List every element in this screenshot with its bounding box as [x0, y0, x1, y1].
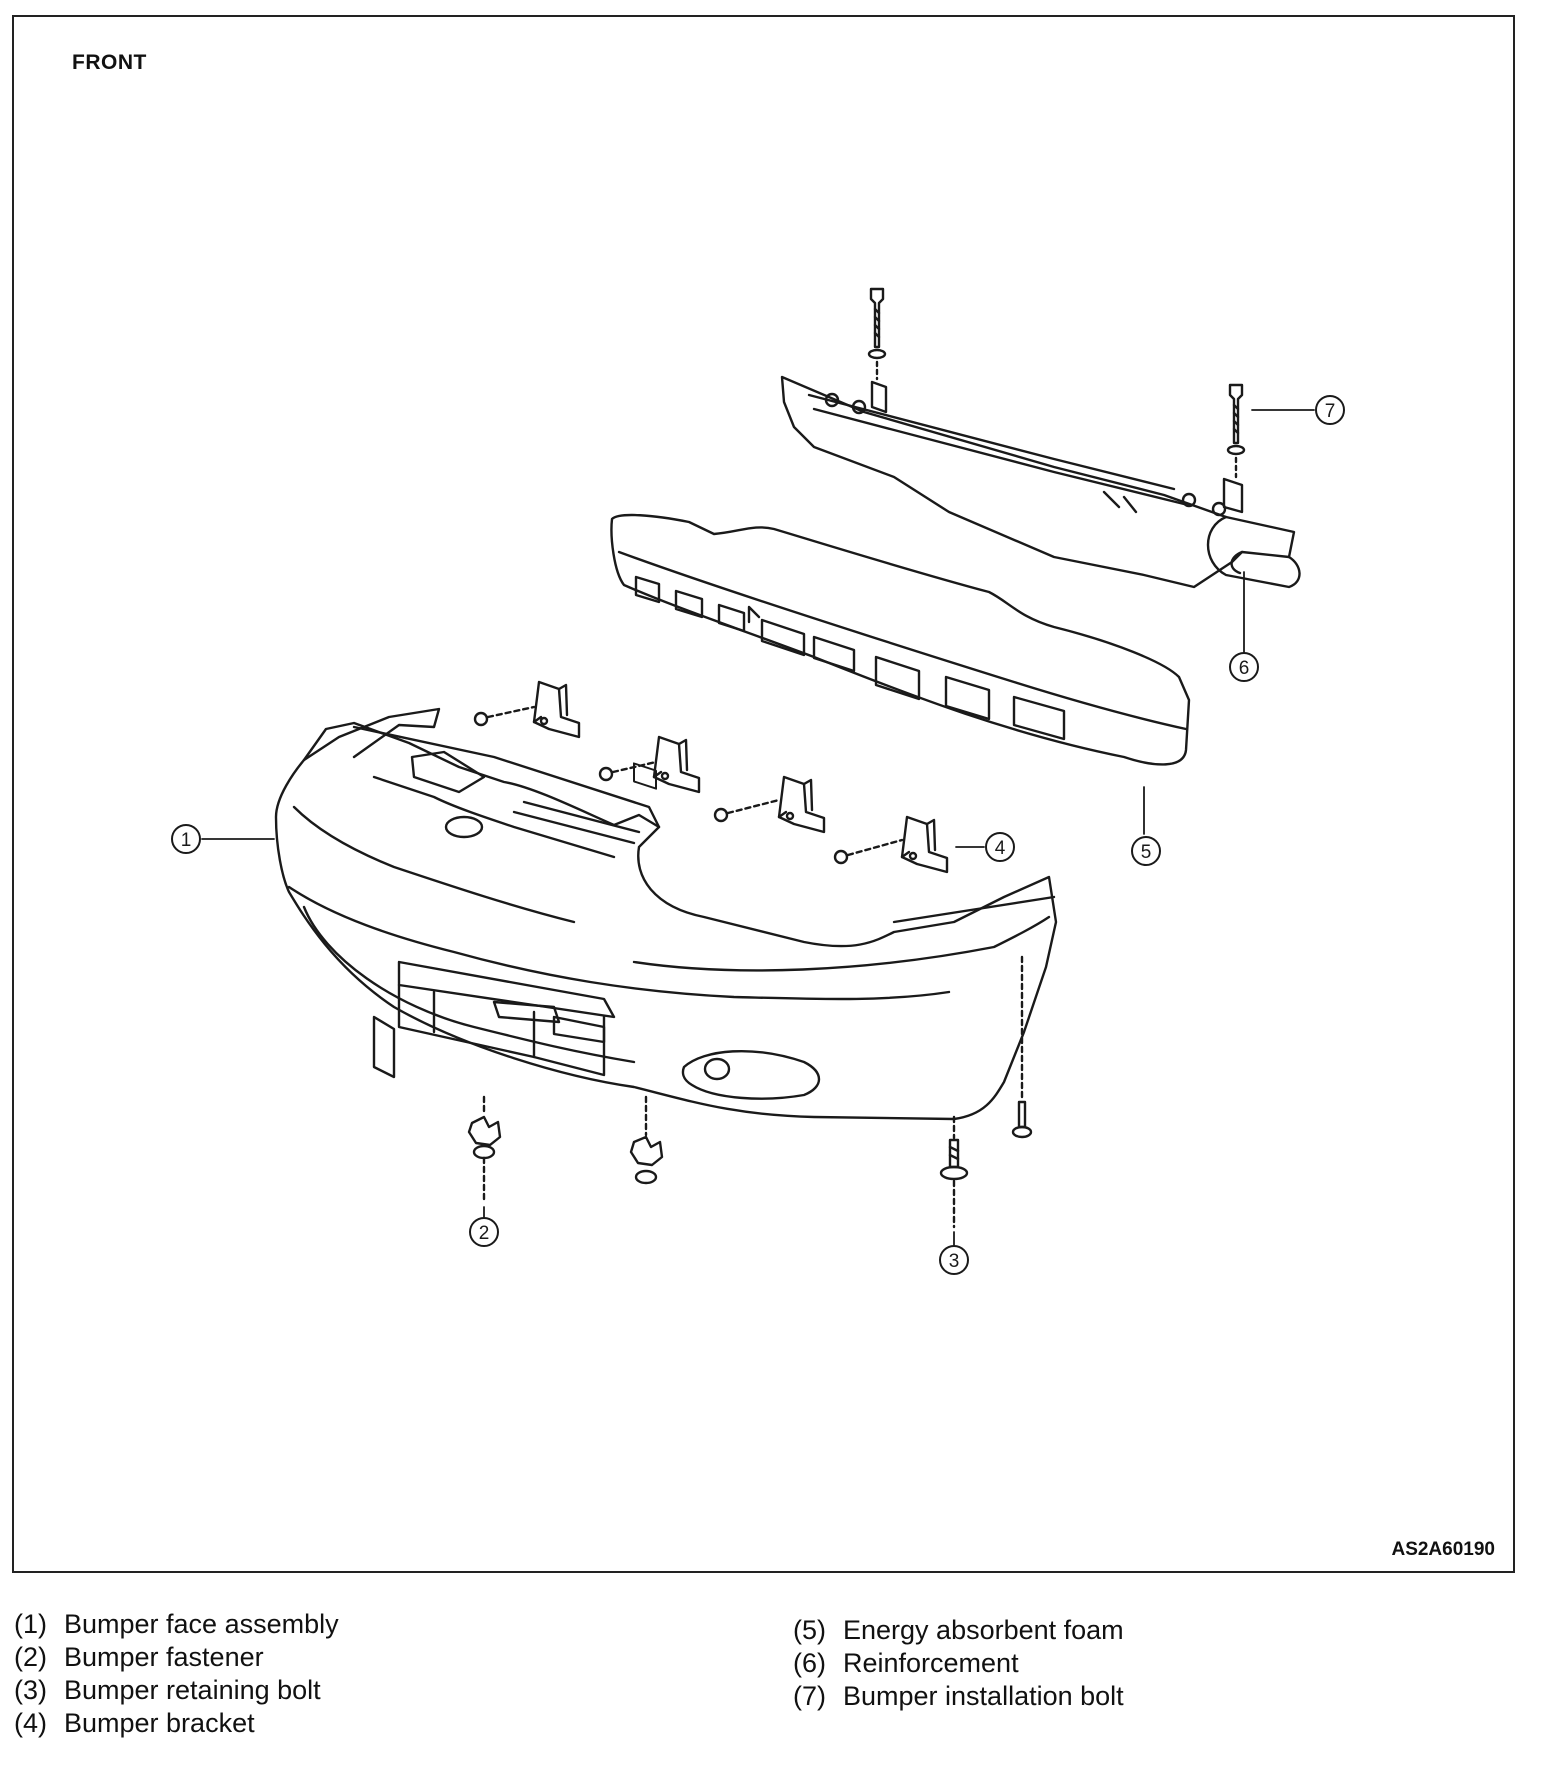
reinforcement-beam: [780, 375, 1301, 589]
callout-6: 6: [1239, 658, 1250, 679]
callout-5: 5: [1141, 842, 1152, 863]
bumper-bracket-2: [652, 735, 701, 794]
legend-item-number: (4): [14, 1708, 47, 1738]
legend-item-5: (5) Energy absorbent foam: [793, 1614, 1124, 1647]
callout-7: 7: [1325, 401, 1336, 422]
exploded-bumper-drawing: 1 2 3 4 5 6 7: [171, 287, 1345, 1275]
legend-item-number: (2): [14, 1642, 47, 1672]
bumper-bracket-4: [900, 815, 949, 874]
leader-lines: [201, 409, 1315, 1246]
callout-3-circle: [939, 1245, 969, 1275]
legend-right: (5) Energy absorbent foam (6) Reinforcemen…: [793, 1614, 1124, 1713]
callout-5-circle: [1131, 836, 1161, 866]
legend-item-2: (2) Bumper fastener: [14, 1641, 339, 1674]
callout-markers: [171, 395, 1345, 1275]
side-screw: [1011, 955, 1033, 1139]
legend-item-label: Bumper fastener: [64, 1642, 264, 1672]
legend-item-number: (1): [14, 1609, 47, 1639]
legend-item-label: Bumper installation bolt: [843, 1681, 1124, 1711]
bumper-face-assembly: [274, 707, 1058, 1121]
bumper-bracket-3: [777, 775, 826, 834]
legend-item-7: (7) Bumper installation bolt: [793, 1680, 1124, 1713]
energy-absorbent-foam: [610, 513, 1191, 790]
bumper-retaining-bolt: [939, 1115, 969, 1229]
callout-1-circle: [171, 824, 201, 854]
installation-bolt-left: [867, 287, 887, 381]
bracket-nuts: [473, 705, 904, 865]
legend-item-4: (4) Bumper bracket: [14, 1707, 339, 1740]
diagram-frame: FRONT AS2A60190: [12, 15, 1515, 1573]
front-view-label: FRONT: [72, 51, 147, 74]
legend-item-1: (1) Bumper face assembly: [14, 1608, 339, 1641]
callout-1: 1: [181, 830, 192, 851]
installation-bolt-right: [1226, 383, 1246, 479]
legend-item-number: (3): [14, 1675, 47, 1705]
legend-item-6: (6) Reinforcement: [793, 1647, 1124, 1680]
legend-item-label: Bumper face assembly: [64, 1609, 339, 1639]
callout-4-circle: [985, 832, 1015, 862]
callout-numbers: 1 2 3 4 5 6 7: [181, 401, 1336, 1272]
legend-item-label: Reinforcement: [843, 1648, 1019, 1678]
callout-7-circle: [1315, 395, 1345, 425]
callout-2-circle: [469, 1217, 499, 1247]
legend-item-label: Bumper retaining bolt: [64, 1675, 321, 1705]
legend-item-number: (7): [793, 1681, 826, 1711]
legend-item-number: (6): [793, 1648, 826, 1678]
legend-item-number: (5): [793, 1615, 826, 1645]
figure-code: AS2A60190: [1391, 1539, 1495, 1560]
callout-3: 3: [949, 1251, 960, 1272]
legend-item-3: (3) Bumper retaining bolt: [14, 1674, 339, 1707]
callout-4: 4: [995, 838, 1006, 859]
bumper-fastener-right: [629, 1095, 664, 1185]
legend-left: (1) Bumper face assembly (2) Bumper fasten…: [14, 1608, 339, 1740]
legend-item-label: Bumper bracket: [64, 1708, 255, 1738]
bumper-fastener-left: [467, 1095, 502, 1204]
callout-2: 2: [479, 1223, 490, 1244]
legend-item-label: Energy absorbent foam: [843, 1615, 1124, 1645]
callout-6-circle: [1229, 652, 1259, 682]
bumper-bracket-1: [532, 680, 581, 739]
